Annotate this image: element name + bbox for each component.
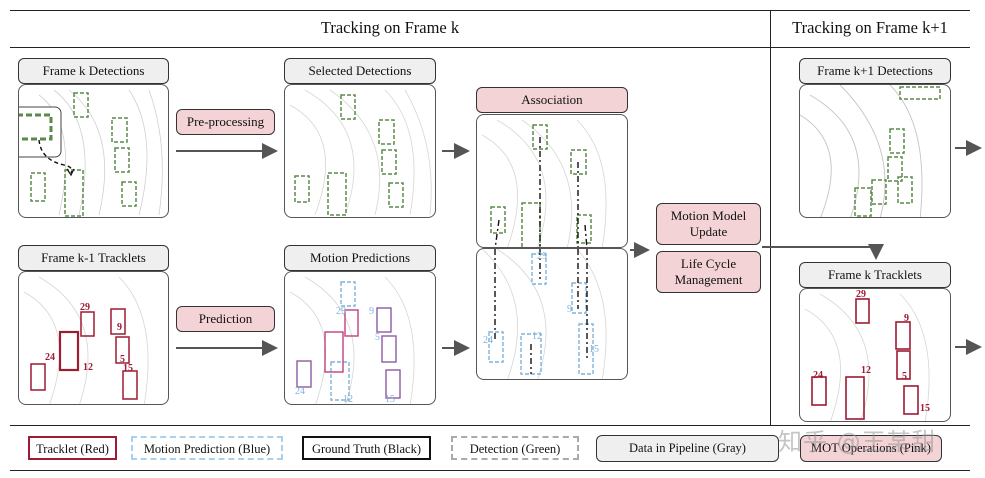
- panel-motion-predictions-art: [289, 276, 415, 404]
- panel-association-bottom-art: [481, 249, 607, 379]
- legend-top-rule: [10, 425, 970, 426]
- frame-k-tracklet-id-5: 5: [902, 371, 907, 382]
- legend-mot-operations: MOT Operations (Pink): [800, 435, 942, 462]
- panel-motion-predictions: 29 9 5 24 12 15: [284, 271, 436, 405]
- legend-detection: Detection (Green): [451, 436, 579, 460]
- panel-selected-detections: [284, 84, 436, 218]
- top-rule: [10, 10, 970, 11]
- panel-association-bottom: 29 9 24 12 15: [476, 248, 628, 380]
- tracklet-id-15: 15: [123, 363, 133, 374]
- op-pre-processing: Pre-processing: [176, 109, 275, 135]
- panel-frame-k-minus1-tracklets-art: [23, 276, 149, 404]
- label-frame-k-tracklets: Frame k Tracklets: [799, 262, 951, 288]
- label-frame-k1-detections: Frame k+1 Detections: [799, 58, 951, 84]
- pred-id-12: 12: [343, 394, 353, 405]
- pred-id-24: 24: [295, 386, 305, 397]
- frame-k-tracklet-id-12: 12: [861, 365, 871, 376]
- header-frame-k: Tracking on Frame k: [320, 18, 460, 37]
- header-frame-k1: Tracking on Frame k+1: [792, 18, 948, 37]
- label-frame-k-detections: Frame k Detections: [18, 58, 169, 84]
- frame-k-tracklet-id-29: 29: [856, 289, 866, 300]
- pred-id-15: 15: [385, 394, 395, 405]
- op-association: Association: [476, 87, 628, 113]
- tracklet-id-24: 24: [45, 352, 55, 363]
- watermark: 知乎 @王某甜: [778, 428, 937, 456]
- assoc-id-9: 9: [567, 304, 572, 315]
- op-motion-model-update: Motion Model Update: [656, 203, 761, 245]
- frame-divider: [770, 10, 771, 425]
- pred-id-5: 5: [375, 332, 380, 343]
- assoc-id-24: 24: [483, 335, 493, 346]
- panel-frame-k1-detections: [799, 84, 951, 218]
- panel-selected-detections-art: [289, 89, 432, 216]
- legend-motion-prediction: Motion Prediction (Blue): [131, 436, 283, 460]
- legend-tracklet: Tracklet (Red): [28, 436, 117, 460]
- tracklet-id-12: 12: [83, 362, 93, 373]
- label-frame-k-minus1-tracklets: Frame k-1 Tracklets: [18, 245, 169, 271]
- assoc-id-29: 29: [537, 251, 547, 262]
- panel-association-top: [476, 114, 628, 248]
- assoc-id-12: 12: [532, 331, 542, 342]
- tracklet-id-5: 5: [120, 354, 125, 365]
- panel-frame-k-detections-art: [19, 89, 163, 217]
- frame-k-tracklet-id-9: 9: [904, 313, 909, 324]
- panel-frame-k-detections: [18, 84, 169, 218]
- pred-id-29: 29: [336, 306, 346, 317]
- tracklet-id-9: 9: [117, 322, 122, 333]
- op-life-cycle-line2: Management: [674, 272, 743, 287]
- legend-data-pipeline: Data in Pipeline (Gray): [596, 435, 779, 462]
- op-motion-model-update-line2: Update: [689, 224, 728, 239]
- label-motion-predictions: Motion Predictions: [284, 245, 436, 271]
- panel-association-top-art: [481, 119, 607, 247]
- arrow-update-to-tracklets: [762, 244, 884, 260]
- legend-ground-truth: Ground Truth (Black): [302, 436, 431, 460]
- bottom-rule: [10, 470, 970, 471]
- panel-frame-k-tracklets-art: [804, 293, 930, 421]
- label-selected-detections: Selected Detections: [284, 58, 436, 84]
- op-life-cycle-line1: Life Cycle: [680, 256, 737, 271]
- op-motion-model-update-line1: Motion Model: [670, 208, 747, 223]
- frame-k-tracklet-id-24: 24: [813, 370, 823, 381]
- pred-id-9: 9: [369, 306, 374, 317]
- header-rule: [10, 47, 970, 48]
- panel-frame-k1-detections-art: [800, 85, 941, 217]
- panel-frame-k-minus1-tracklets: 29 9 24 12 5 15: [18, 271, 169, 405]
- op-prediction: Prediction: [176, 306, 275, 332]
- assoc-id-15: 15: [589, 344, 599, 355]
- op-life-cycle-management: Life Cycle Management: [656, 251, 761, 293]
- frame-k-tracklet-id-15: 15: [920, 403, 930, 414]
- panel-frame-k-tracklets: 29 9 24 12 5 15: [799, 288, 951, 422]
- tracklet-id-29: 29: [80, 302, 90, 313]
